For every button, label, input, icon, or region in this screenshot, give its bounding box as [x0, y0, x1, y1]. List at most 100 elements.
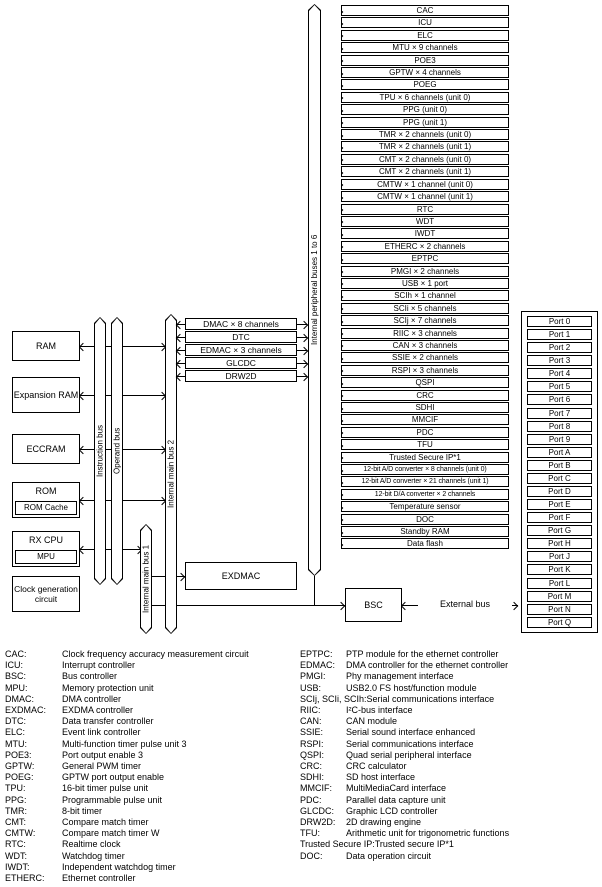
legend-desc: Compare match timer W: [62, 828, 160, 839]
legend-abbr: CAN:: [300, 716, 322, 727]
dma-block: EDMAC × 3 channels: [177, 344, 307, 356]
peripheral-label: CMTW × 1 channel (unit 0): [377, 179, 473, 189]
legend-entry: Trusted Secure IP: Trusted secure IP*1: [300, 839, 600, 850]
legend-desc: Data transfer controller: [62, 716, 154, 727]
bus-tap-arrow: [341, 482, 342, 483]
bus-tap-arrow: [341, 35, 342, 36]
legend-desc: Quad serial peripheral interface: [346, 749, 472, 760]
instruction-bus: Instruction bus: [94, 317, 106, 585]
bus-tap-arrow: [341, 184, 342, 185]
peripheral-block: ETHERC × 2 channels: [341, 240, 509, 252]
peripheral-block: RIIC × 3 channels: [341, 327, 509, 339]
legend-abbr: DRW2D:: [300, 817, 336, 828]
peripheral-block: IWDT: [341, 228, 509, 240]
bus-tap-arrow: [177, 324, 186, 325]
legend-desc: 2D drawing engine: [346, 817, 422, 828]
legend-entry: MMCIF: MultiMediaCard interface: [300, 783, 600, 794]
conn-expansion-ram-to-bus: [78, 391, 167, 401]
port-label: Port 2: [548, 343, 571, 353]
legend-entry: EXDMAC: EXDMA controller: [5, 705, 297, 716]
bus-tap-arrow: [341, 345, 342, 346]
port-label: Port H: [548, 539, 571, 549]
arrowhead-icon: [78, 545, 88, 555]
port-label: Port J: [549, 552, 570, 562]
legend-entry: MTU: Multi-function timer pulse unit 3: [5, 739, 297, 750]
block-rx-cpu: RX CPU MPU: [12, 531, 80, 567]
dma-block-label: EDMAC × 3 channels: [200, 345, 282, 355]
peripheral-block: PDC: [341, 426, 509, 438]
bus-tap-arrow: [341, 457, 342, 458]
legend-desc: MultiMediaCard interface: [346, 783, 447, 794]
peripheral-label: SCIh × 1 channel: [394, 291, 456, 301]
legend-abbr: DTC:: [5, 716, 26, 727]
legend-desc: General PWM timer: [62, 761, 142, 772]
port-block: Port J: [527, 551, 592, 563]
legend-abbr: CRC:: [300, 761, 322, 772]
port-label: Port A: [548, 447, 571, 457]
bus-tap-arrow: [341, 23, 342, 24]
conn-rom-to-bus: [78, 496, 167, 506]
peripheral-label: CAC: [416, 6, 434, 15]
peripheral-block: Data flash: [341, 538, 509, 550]
port-label: Port L: [548, 578, 571, 588]
legend-desc: Data operation circuit: [346, 850, 432, 861]
bus-tap-arrow: [341, 48, 342, 49]
legend-entry: POE3: Port output enable 3: [5, 750, 297, 761]
peripheral-block: CAN × 3 channels: [341, 339, 509, 351]
arrowhead-icon: [78, 496, 88, 506]
peripheral-block: CAC: [341, 5, 509, 16]
internal-main-bus-2: Internal main bus 2: [165, 314, 177, 634]
legend-desc: USB2.0 FS host/function module: [346, 682, 477, 693]
bus-tap-arrow: [341, 147, 342, 148]
legend-abbr: ETHERC:: [5, 873, 45, 884]
bus-tap-arrow: [341, 172, 342, 173]
legend-desc: 8-bit timer: [62, 805, 103, 816]
peripheral-label: MTU × 9 channels: [392, 43, 458, 53]
peripheral-block: TFU: [341, 439, 509, 451]
legend-abbr: SSIE:: [300, 727, 324, 738]
legend-entry: USB: USB2.0 FS host/function module: [300, 683, 600, 694]
legend-entry: ICU: Interrupt controller: [5, 660, 297, 671]
bus-tap-arrow: [341, 308, 342, 309]
legend-desc: Bus controller: [62, 671, 118, 682]
peripheral-block: USB × 1 port: [341, 277, 509, 289]
peripheral-label: RTC: [416, 204, 434, 214]
internal-main-bus-2-label: Internal main bus 2: [166, 439, 176, 509]
bus-tap-arrow: [296, 337, 307, 338]
peripheral-label: RSPI × 3 channels: [391, 365, 459, 375]
bus-tap-arrow: [341, 259, 342, 260]
dma-block: DRW2D: [177, 370, 307, 382]
peripheral-label: SSIE × 2 channels: [391, 353, 459, 363]
legend-abbr: DOC:: [300, 850, 323, 861]
legend-desc: Event link controller: [62, 727, 141, 738]
legend-abbr: WDT:: [5, 850, 27, 861]
port-label: Port B: [548, 460, 571, 470]
port-label: Port 9: [548, 434, 571, 444]
peripheral-label: Standby RAM: [400, 527, 450, 537]
peripheral-block: PMGI × 2 channels: [341, 265, 509, 277]
peripheral-label: CRC: [416, 390, 434, 400]
peripheral-label: EPTPC: [411, 254, 439, 264]
block-clock-generation: Clock generation circuit: [12, 576, 80, 612]
legend-abbr: USB:: [300, 682, 322, 693]
block-ram: RAM: [12, 331, 80, 361]
peripheral-label: SDHI: [415, 403, 435, 412]
legend-left-column: CAC: Clock frequency accuracy measuremen…: [5, 649, 297, 884]
block-exdmac: EXDMAC: [185, 562, 297, 590]
port-block: Port N: [527, 603, 592, 615]
block-rom: ROM ROM Cache: [12, 482, 80, 518]
port-label: Port 0: [548, 317, 571, 326]
peripheral-label: Trusted Secure IP*1: [389, 452, 461, 462]
peripheral-block: PPG (unit 1): [341, 116, 509, 128]
legend-abbr: IWDT:: [5, 861, 30, 872]
dma-block-label: DTC: [232, 332, 250, 342]
legend-entry: QSPI: Quad serial peripheral interface: [300, 750, 600, 761]
legend-desc: Programmable pulse unit: [62, 794, 163, 805]
port-block: Port K: [527, 564, 592, 576]
peripheral-block: SCIj × 7 channels: [341, 315, 509, 327]
operand-bus-label: Operand bus: [112, 427, 122, 475]
bus-tap-arrow: [341, 197, 342, 198]
legend-desc: DMA controller for the ethernet controll…: [346, 660, 509, 671]
port-block: Port 3: [527, 355, 592, 367]
internal-peripheral-bus-label: Internal peripheral buses 1 to 6: [310, 234, 319, 346]
